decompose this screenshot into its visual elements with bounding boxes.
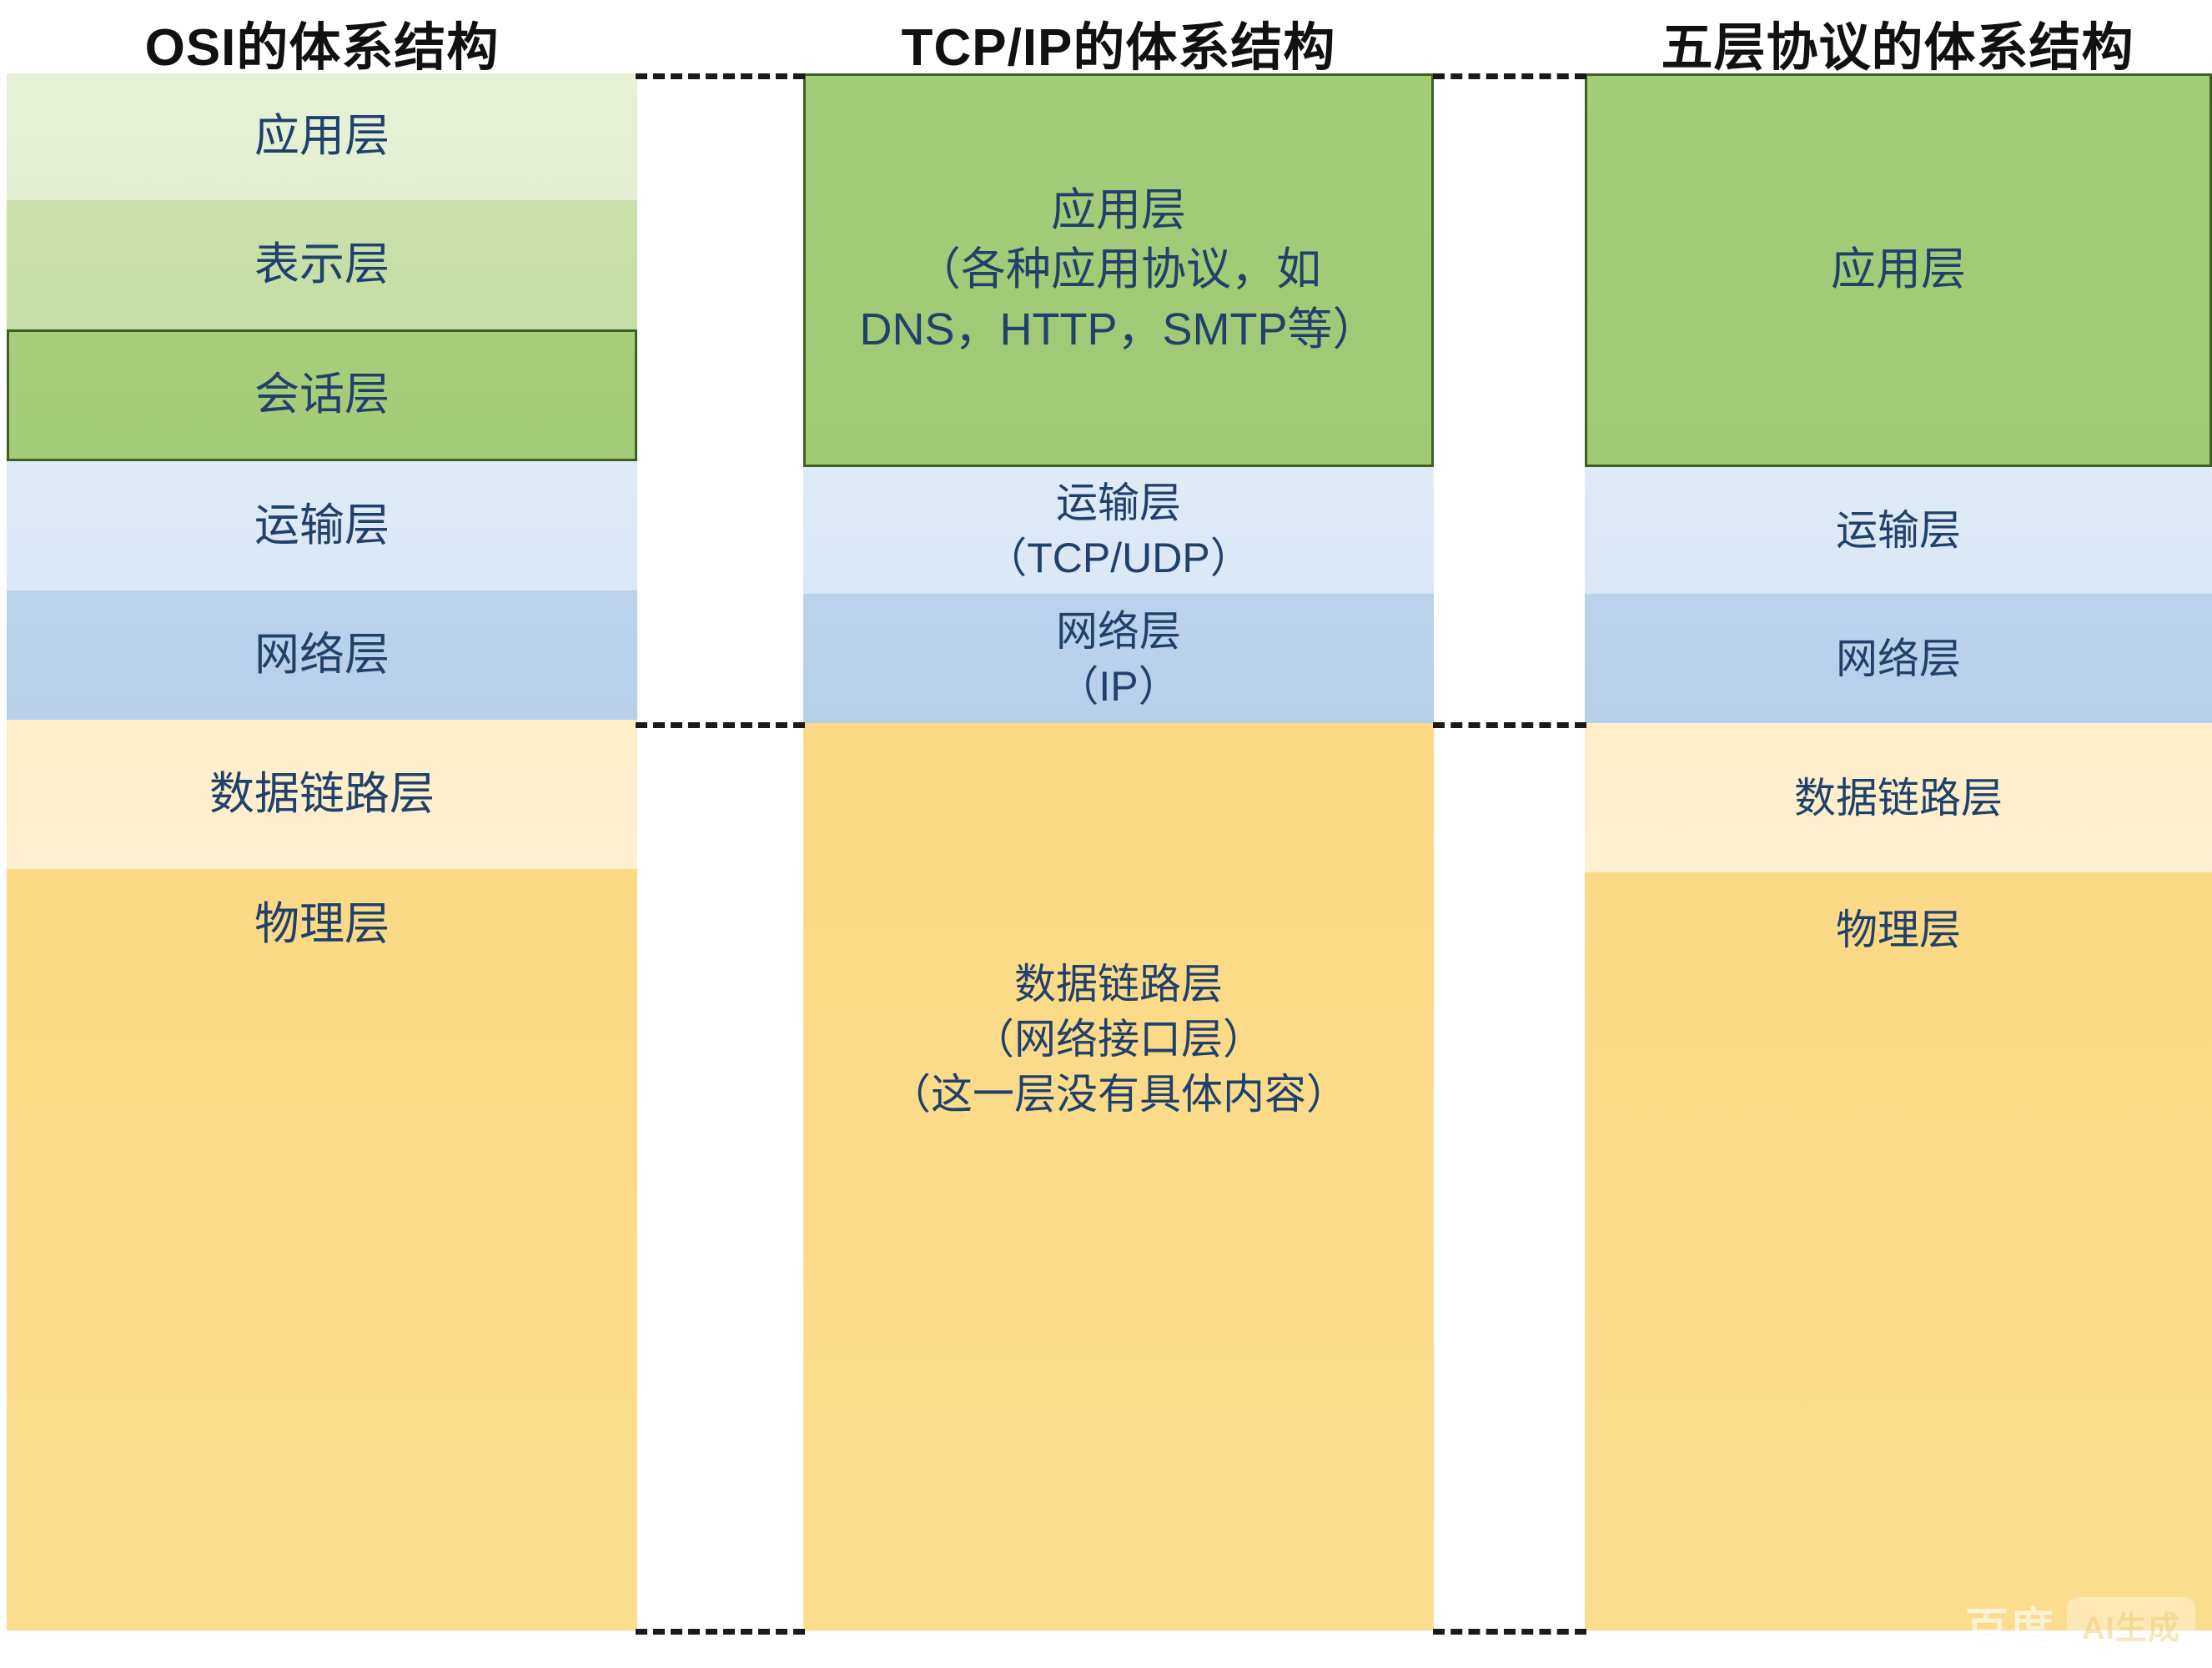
layer-sublabel: DNS，HTTP，SMTP等） — [859, 304, 1378, 354]
tcpip-layer-network[interactable]: 网络层 （IP） — [803, 594, 1434, 723]
tcpip-layer-transport[interactable]: 运输层 （TCP/UDP） — [803, 467, 1434, 594]
connector-dash-bottom-right — [1433, 1629, 1586, 1635]
column-five-layer: 应用层 运输层 网络层 数据链路层 物理层 — [1585, 73, 2212, 1630]
osi-layer-transport[interactable]: 运输层 — [7, 461, 637, 590]
column-title-osi: OSI的体系结构 — [144, 19, 500, 77]
tcpip-layer-application[interactable]: 应用层 （各种应用协议，如 DNS，HTTP，SMTP等） — [803, 73, 1434, 467]
layer-label: 运输层 — [1056, 480, 1181, 526]
connector-dash-bottom-left — [636, 1629, 805, 1635]
five-layer-network[interactable]: 网络层 — [1585, 594, 2212, 723]
layer-label: 运输层 — [1836, 507, 1961, 554]
osi-layer-physical[interactable]: 物理层 — [7, 869, 637, 1630]
column-title-tcpip: TCP/IP的体系结构 — [901, 19, 1336, 77]
connector-dash-datalink-left — [636, 722, 805, 728]
layer-label: 网络层 — [254, 629, 390, 680]
osi-layer-session[interactable]: 会话层 — [7, 329, 637, 461]
column-title-five-layer: 五层协议的体系结构 — [1661, 19, 2134, 77]
connector-dash-top-right — [1433, 73, 1586, 79]
layer-label: 物理层 — [254, 898, 390, 949]
connector-dash-top-left — [636, 73, 805, 79]
five-layer-application[interactable]: 应用层 — [1585, 73, 2212, 467]
tcpip-layer-data-link[interactable]: 数据链路层 （网络接口层） （这一层没有具体内容） — [803, 723, 1434, 1630]
layer-label: 物理层 — [1836, 906, 1961, 953]
layer-sublabel: （这一层没有具体内容） — [889, 1071, 1348, 1118]
layer-label: 网络层 — [1836, 635, 1961, 682]
five-layer-physical[interactable]: 物理层 — [1585, 872, 2212, 1630]
layer-label: 数据链路层 — [1014, 961, 1223, 1007]
osi-layer-network[interactable]: 网络层 — [7, 590, 637, 720]
layer-label: 会话层 — [254, 369, 390, 420]
layer-sublabel: （IP） — [1057, 662, 1180, 710]
layer-sublabel: （网络接口层） — [973, 1016, 1264, 1063]
osi-layer-application[interactable]: 应用层 — [7, 73, 637, 200]
five-layer-transport[interactable]: 运输层 — [1585, 467, 2212, 594]
five-layer-data-link[interactable]: 数据链路层 — [1585, 723, 2212, 872]
layer-label: 应用层 — [254, 111, 390, 162]
column-tcpip: 应用层 （各种应用协议，如 DNS，HTTP，SMTP等） 运输层 （TCP/U… — [803, 73, 1434, 1630]
layer-label: 数据链路层 — [209, 768, 435, 819]
layer-label: 数据链路层 — [1794, 774, 2003, 821]
layer-sublabel: （TCP/UDP） — [985, 535, 1252, 581]
column-osi: 应用层 表示层 会话层 运输层 网络层 数据链路层 物理层 — [7, 73, 637, 1630]
layer-label: 应用层 — [1831, 244, 1966, 295]
connector-dash-datalink-right — [1433, 722, 1586, 728]
layer-label: 表示层 — [254, 239, 390, 289]
layer-label: 应用层 — [1051, 185, 1186, 236]
layer-label: 运输层 — [254, 500, 390, 550]
layer-label: 网络层 — [1056, 607, 1181, 655]
layer-sublabel: （各种应用协议，如 — [916, 244, 1321, 295]
osi-layer-presentation[interactable]: 表示层 — [7, 200, 637, 329]
osi-layer-data-link[interactable]: 数据链路层 — [7, 720, 637, 869]
